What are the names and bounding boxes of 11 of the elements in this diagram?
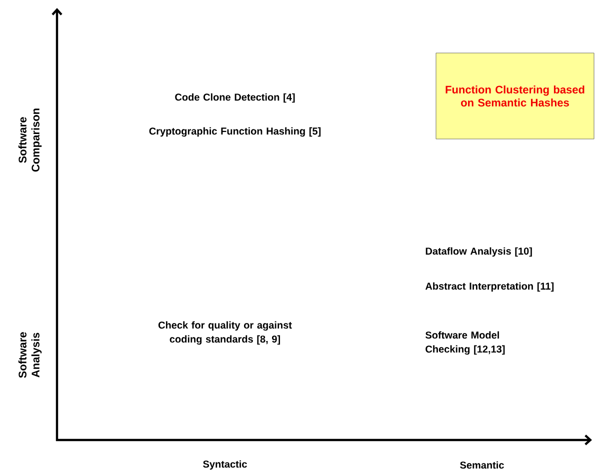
axis-label: Syntactic <box>203 460 247 470</box>
technique-label: Dataflow Analysis [10] <box>426 247 532 257</box>
highlight-box: Function Clustering based on Semantic Hashes <box>436 52 594 140</box>
technique-label: Code Clone Detection [4] <box>175 93 295 103</box>
technique-label: Cryptographic Function Hashing [5] <box>149 127 321 137</box>
axis-label: Software Comparison <box>18 108 42 172</box>
technique-label: Software Model Checking [12,13] <box>425 331 505 355</box>
axis-label: Semantic <box>460 461 504 469</box>
technique-label: Check for quality or against coding standards [8, 9] <box>158 321 292 345</box>
axis-label: Software Analysis <box>18 332 42 378</box>
technique-label: Abstract Interpretation [11] <box>425 282 554 292</box>
